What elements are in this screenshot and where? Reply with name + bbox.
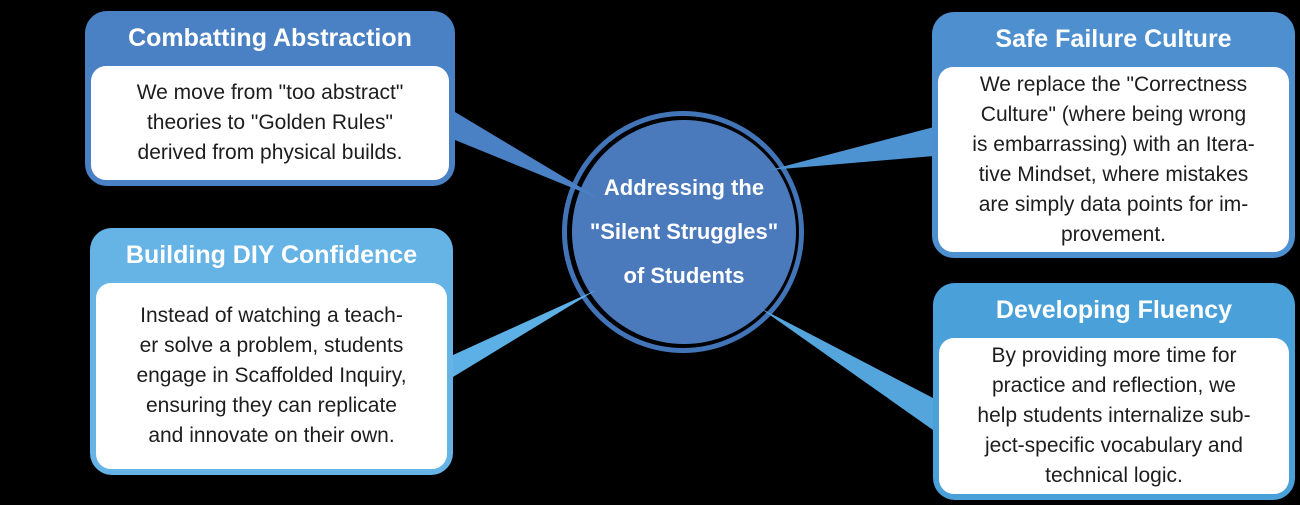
connector-top-right-line — [770, 127, 934, 170]
node-body-text: We move from "too abstract" theories to … — [91, 66, 449, 180]
central-node-ring — [562, 111, 804, 353]
node-body-text: We replace the "Correctness Culture" (wh… — [938, 67, 1289, 252]
node-box-safe-failure-culture: Safe Failure Culture We replace the "Cor… — [932, 12, 1295, 258]
node-title: Building DIY Confidence — [125, 241, 418, 269]
node-box-building-diy-confidence: Building DIY Confidence Instead of watch… — [90, 228, 453, 475]
node-body-text: Instead of watching a teach- er solve a … — [96, 283, 447, 469]
node-title: Safe Failure Culture — [995, 25, 1232, 53]
node-body-text: By providing more time for practice and … — [939, 338, 1289, 494]
connector-bottom-right-line — [760, 308, 933, 430]
central-node-label: Addressing the "Silent Struggles" of Stu… — [589, 175, 779, 288]
node-box-developing-fluency: Developing Fluency By providing more tim… — [933, 283, 1295, 500]
central-node: Addressing the "Silent Struggles" of Stu… — [572, 120, 796, 344]
connector-bottom-left-line — [453, 290, 596, 377]
node-title: Developing Fluency — [995, 296, 1233, 324]
node-title: Combatting Abstraction — [128, 24, 412, 52]
node-box-combatting-abstraction: Combatting Abstraction We move from "too… — [85, 11, 455, 186]
